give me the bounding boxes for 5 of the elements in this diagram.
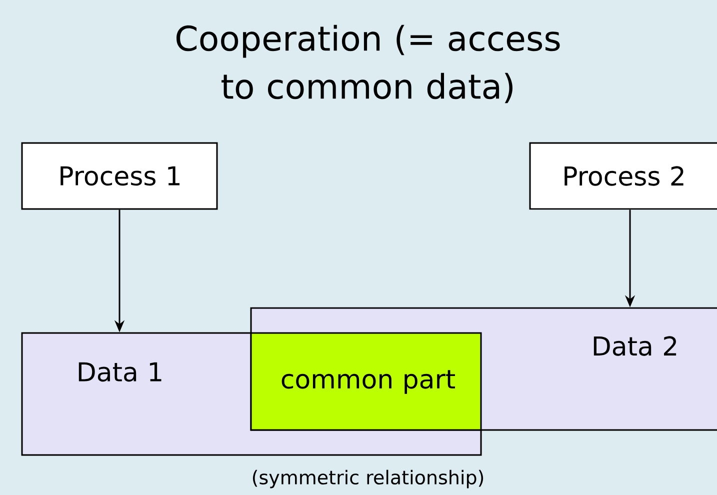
caption: (symmetric relationship) (252, 470, 484, 488)
common-part-box: common part (250, 332, 482, 431)
process-box: Process 2 (529, 142, 717, 210)
process-box: Process 1 (21, 142, 218, 210)
title: Cooperation (= access to common data) (176, 24, 560, 104)
